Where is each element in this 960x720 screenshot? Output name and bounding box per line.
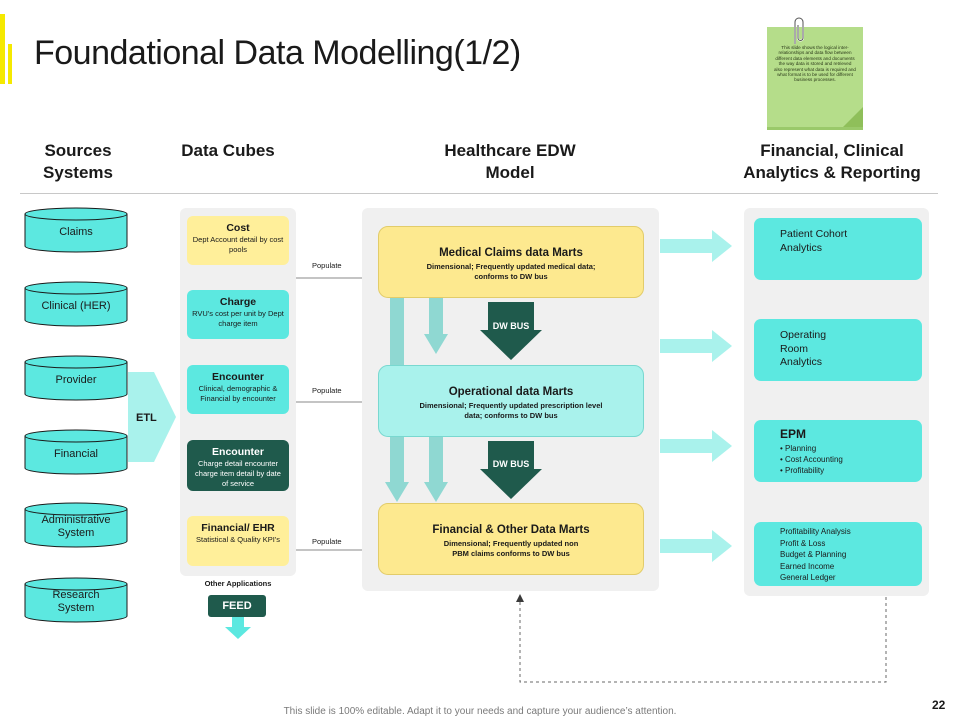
- dw-bus-label: DW BUS: [492, 321, 530, 331]
- source-label: Financial: [53, 448, 99, 460]
- source-cylinder: Claims: [24, 207, 128, 253]
- populate-label: Populate: [312, 386, 342, 395]
- cube-title: Encounter: [212, 371, 264, 383]
- epm-item: • Cost Accounting: [780, 454, 922, 465]
- feed-arrow: [225, 617, 251, 639]
- cube-cost: Cost Dept Account detail by cost pools: [187, 216, 289, 265]
- header-divider: [20, 193, 938, 194]
- sticky-note-shadow: [767, 127, 863, 130]
- bullet-icon: •: [780, 444, 786, 453]
- sticky-note-text: This slide shows the logical inter-relat…: [774, 45, 856, 83]
- mart-desc: Dimensional; Frequently updated medical …: [426, 262, 596, 281]
- cube-title: Encounter: [212, 446, 264, 458]
- cylinder-shape: [24, 355, 128, 401]
- dw-bus-label: DW BUS: [492, 459, 530, 469]
- epm-item: • Profitability: [780, 465, 922, 476]
- finance-item: General Ledger: [780, 573, 836, 582]
- analytics-label: Operating Room Analytics: [780, 329, 827, 368]
- epm-item-label: Planning: [785, 444, 817, 453]
- cylinder-shape: [24, 281, 128, 327]
- cube-desc: Clinical, demographic & Financial by enc…: [198, 384, 278, 403]
- cube-encounter-charge: Encounter Charge detail encounter charge…: [187, 440, 289, 491]
- source-cylinder: Research System: [24, 577, 128, 623]
- populate-label: Populate: [312, 261, 342, 270]
- cube-title: Cost: [226, 222, 250, 234]
- finance-item: Profit & Loss: [780, 538, 826, 548]
- cube-charge: Charge RVU's cost per unit by Dept charg…: [187, 290, 289, 339]
- source-label: Provider: [55, 374, 97, 386]
- bullet-icon: •: [780, 455, 786, 464]
- accent-bar: [0, 14, 5, 84]
- operating-room-box: Operating Room Analytics: [754, 319, 922, 381]
- page-number: 22: [932, 698, 946, 712]
- source-cylinder: Financial: [24, 429, 128, 475]
- cylinder-shape: [24, 577, 128, 623]
- epm-item-label: Cost Accounting: [785, 455, 843, 464]
- cube-financial-ehr: Financial/ EHR Statistical & Quality KPI…: [187, 516, 289, 566]
- column-header-analytics: Financial, Clinical Analytics & Reportin…: [743, 141, 921, 182]
- cube-desc: Charge detail encounter charge item deta…: [195, 459, 281, 488]
- cube-desc: Statistical & Quality KPI's: [196, 535, 280, 544]
- cylinder-shape: [24, 207, 128, 253]
- mart-title: Financial & Other Data Marts: [432, 524, 590, 536]
- etl-arrow: [128, 372, 176, 462]
- dw-bus-arrow: [480, 441, 542, 499]
- mart-title: Operational data Marts: [448, 386, 574, 398]
- edw-flow-arrows: [385, 296, 448, 502]
- patient-cohort-box: Patient Cohort Analytics: [754, 218, 922, 280]
- feed-badge: FEED: [208, 595, 266, 617]
- populate-label: Populate: [312, 537, 342, 546]
- analytics-arrows: [660, 230, 732, 562]
- mart-operational: Operational data Marts Dimensional; Freq…: [378, 365, 644, 437]
- bullet-icon: •: [780, 466, 786, 475]
- dw-bus-arrow: [480, 302, 542, 360]
- epm-item-label: Profitability: [785, 466, 825, 475]
- finance-item: Earned Income: [780, 561, 835, 571]
- epm-box: EPM • Planning• Cost Accounting• Profita…: [754, 420, 922, 482]
- cube-desc: RVU's cost per unit by Dept charge item: [192, 309, 284, 328]
- footer-text: This slide is 100% editable. Adapt it to…: [283, 706, 677, 717]
- epm-list: • Planning• Cost Accounting• Profitabili…: [780, 443, 922, 476]
- mart-desc: Dimensional; Frequently updated prescrip…: [419, 401, 603, 420]
- mart-title: Medical Claims data Marts: [439, 247, 583, 259]
- source-cylinder: Administrative System: [24, 502, 128, 548]
- paperclip-icon: [794, 17, 804, 44]
- page-title: Foundational Data Modelling(1/2): [34, 34, 521, 72]
- finance-item: Budget & Planning: [780, 550, 847, 559]
- source-label: Claims: [59, 226, 93, 238]
- cube-title: Financial/ EHR: [201, 522, 275, 534]
- finance-item: Profitability Analysis: [780, 527, 851, 536]
- source-label: Research System: [52, 589, 100, 614]
- cylinder-shape: [24, 429, 128, 475]
- etl-label: ETL: [136, 412, 157, 424]
- column-header-sources: Sources Systems: [43, 141, 113, 182]
- mart-desc: Dimensional; Frequently updated non PBM …: [443, 539, 579, 558]
- cube-desc: Dept Account detail by cost pools: [192, 235, 284, 254]
- mart-medical-claims: Medical Claims data Marts Dimensional; F…: [378, 226, 644, 298]
- column-header-edw: Healthcare EDW Model: [444, 141, 576, 182]
- other-applications-label: Other Applications: [204, 579, 272, 588]
- analytics-label: Patient Cohort Analytics: [780, 228, 848, 254]
- epm-item: • Planning: [780, 443, 922, 454]
- sticky-note: [767, 27, 863, 127]
- mart-financial-other: Financial & Other Data Marts Dimensional…: [378, 503, 644, 575]
- feedback-dashed-arrow: [516, 594, 887, 683]
- column-header-cubes: Data Cubes: [181, 141, 275, 160]
- source-label: Clinical (HER): [41, 300, 111, 312]
- source-cylinder: Provider: [24, 355, 128, 401]
- source-label: Administrative System: [41, 514, 111, 539]
- epm-title: EPM: [780, 427, 807, 441]
- cube-encounter-clinical: Encounter Clinical, demographic & Financ…: [187, 365, 289, 414]
- cube-title: Charge: [219, 296, 257, 308]
- source-cylinder: Clinical (HER): [24, 281, 128, 327]
- accent-bar-secondary: [8, 44, 12, 84]
- cylinder-shape: [24, 502, 128, 548]
